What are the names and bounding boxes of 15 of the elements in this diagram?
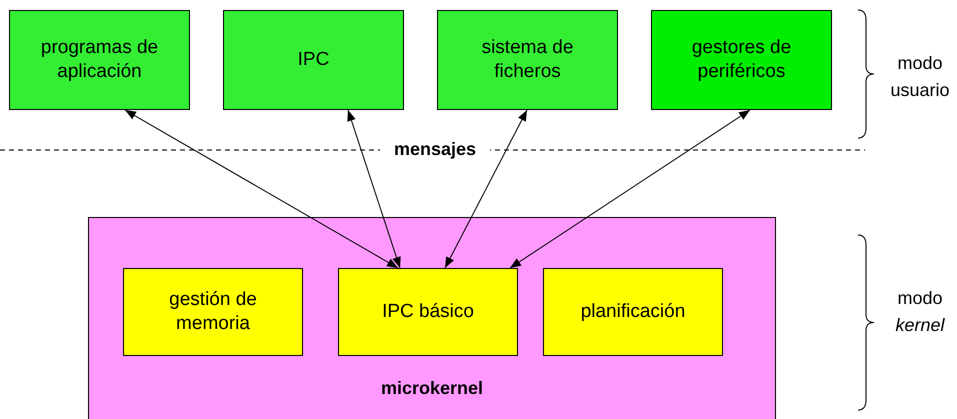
- mensajes-label: mensajes: [380, 139, 490, 161]
- process-box: IPC básico: [338, 268, 518, 356]
- process-box: IPC: [223, 10, 404, 110]
- arrow: [347, 110, 401, 268]
- process-box: sistema de ficheros: [437, 10, 618, 110]
- arrow: [444, 110, 528, 268]
- process-box: gestores de periféricos: [651, 10, 832, 110]
- arrow: [124, 110, 398, 268]
- kernel-panel: microkernel gestión de memoria IPC básico planificación: [88, 217, 776, 419]
- mode-label: modo kernel: [894, 287, 946, 337]
- arrow: [510, 110, 750, 268]
- process-box: programas de aplicación: [9, 10, 190, 110]
- process-box: gestión de memoria: [123, 268, 303, 356]
- process-box: planificación: [543, 268, 723, 356]
- mode-label: modo usuario: [889, 52, 951, 102]
